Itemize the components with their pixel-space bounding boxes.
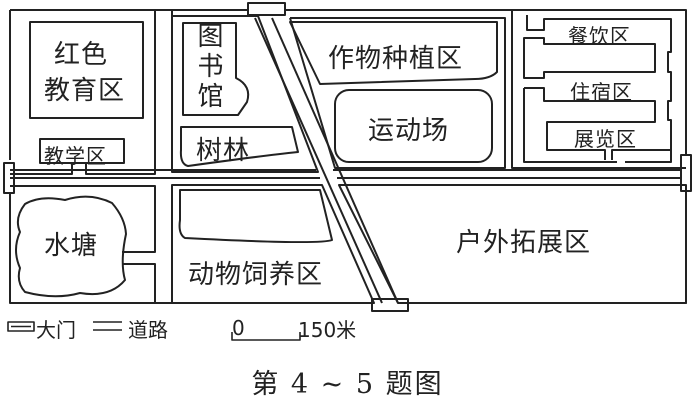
road-legend-icon bbox=[93, 321, 122, 331]
animal-raising-label: 动物饲养区 bbox=[188, 260, 324, 290]
dining-label: 餐饮区 bbox=[568, 24, 631, 48]
scale-start-label: 0 bbox=[232, 316, 245, 340]
teaching-area bbox=[39, 138, 125, 164]
pond-area bbox=[15, 195, 127, 298]
right-road-top-block bbox=[289, 17, 506, 169]
red-education-label-1: 红色 bbox=[54, 40, 109, 70]
road-legend-label: 道路 bbox=[128, 317, 168, 342]
library-area bbox=[182, 22, 250, 116]
library-label: 图书馆 bbox=[193, 22, 223, 112]
animal-raising-area bbox=[178, 189, 333, 244]
middle-bottom-block bbox=[171, 184, 375, 304]
crop-planting-label: 作物种植区 bbox=[328, 44, 464, 74]
sports-field-label: 运动场 bbox=[368, 116, 450, 146]
woods-area bbox=[179, 126, 299, 167]
crop-planting-area bbox=[289, 21, 498, 85]
red-education-area bbox=[29, 21, 144, 119]
pond-label: 水塘 bbox=[44, 231, 99, 261]
figure-caption: 第 4 ~ 5 题图 bbox=[251, 369, 444, 400]
gate-legend-label: 大门 bbox=[36, 317, 76, 342]
right-bottom-block bbox=[338, 184, 687, 304]
exhibition-label: 展览区 bbox=[574, 127, 637, 151]
right-top-block bbox=[511, 10, 686, 169]
road-edge-right bbox=[271, 17, 399, 304]
woods-label: 树林 bbox=[196, 136, 251, 166]
sports-field-area bbox=[334, 89, 493, 163]
gate-north bbox=[247, 2, 286, 16]
road-edge-left bbox=[254, 17, 383, 304]
gate-south bbox=[371, 298, 409, 312]
facility-outline bbox=[526, 15, 672, 150]
dormitory-label: 住宿区 bbox=[570, 80, 633, 104]
scale-end-label: 150米 bbox=[298, 317, 357, 342]
outdoor-training-label: 户外拓展区 bbox=[456, 228, 592, 258]
gate-east bbox=[680, 154, 692, 192]
middle-top-block bbox=[171, 10, 319, 173]
scale-bar bbox=[231, 332, 301, 341]
red-education-label-2: 教育区 bbox=[44, 76, 126, 106]
dorm-exhibition-area bbox=[523, 87, 672, 163]
left-bottom-block bbox=[10, 185, 156, 303]
teaching-label: 教学区 bbox=[44, 144, 107, 168]
gate-west bbox=[3, 162, 15, 194]
dining-dorm-divider bbox=[523, 37, 656, 79]
gate-legend-icon bbox=[7, 321, 35, 332]
